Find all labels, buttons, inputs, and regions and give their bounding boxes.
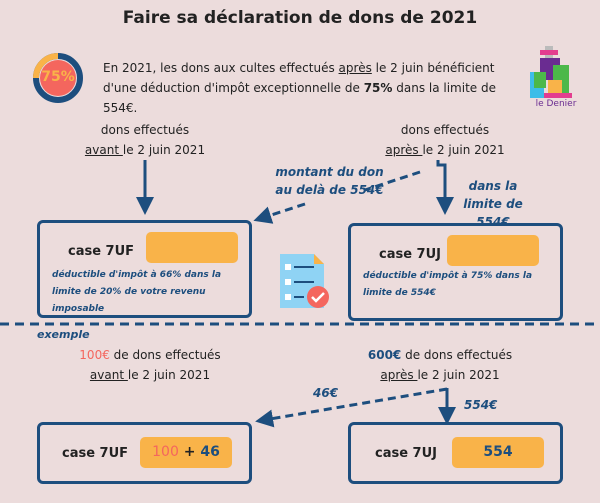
example-case-7uf-label: case 7UF [62, 446, 129, 461]
example-label-46: 46€ [313, 386, 339, 400]
logo-label: le Denier [535, 99, 577, 109]
badge-75-label: 75% [41, 69, 75, 85]
example-label-554: 554€ [464, 398, 498, 412]
case-7uj-label: case 7UJ [379, 247, 441, 262]
label-over-554: montant du don au delà de 554€ [275, 165, 384, 197]
example-box-7uf: case 7UF 100 + 46 [37, 422, 252, 484]
example-case-7uj-label: case 7UJ [375, 446, 437, 461]
example-case-7uj-value[interactable]: 554 [452, 437, 544, 468]
case-7uj-field[interactable] [447, 235, 539, 266]
example-case-7uf-value[interactable]: 100 + 46 [140, 437, 232, 468]
box-7uf: case 7UF déductible d'impôt à 66% dans l… [37, 220, 252, 318]
le-denier-logo [530, 46, 572, 98]
case-7uf-note: déductible d'impôt à 66% dans la limite … [52, 270, 222, 314]
document-check-icon [280, 254, 329, 308]
case-7uf-label: case 7UF [68, 244, 135, 259]
page-title: Faire sa déclaration de dons de 2021 [122, 8, 478, 28]
example-dashed-arrow [255, 387, 448, 428]
box-7uj: case 7UJ déductible d'impôt à 75% dans l… [348, 223, 563, 321]
intro-text: En 2021, les dons aux cultes effectués a… [103, 61, 496, 115]
example-box-7uj: case 7UJ 554 [348, 422, 563, 484]
badge-ring-icon [33, 53, 83, 103]
case-7uj-note: déductible d'impôt à 75% dans la limite … [363, 271, 533, 298]
case-7uf-field[interactable] [146, 232, 238, 263]
example-label: exemple [37, 328, 90, 341]
arrow-right [436, 160, 454, 215]
dashed-arrow-over [253, 202, 306, 224]
